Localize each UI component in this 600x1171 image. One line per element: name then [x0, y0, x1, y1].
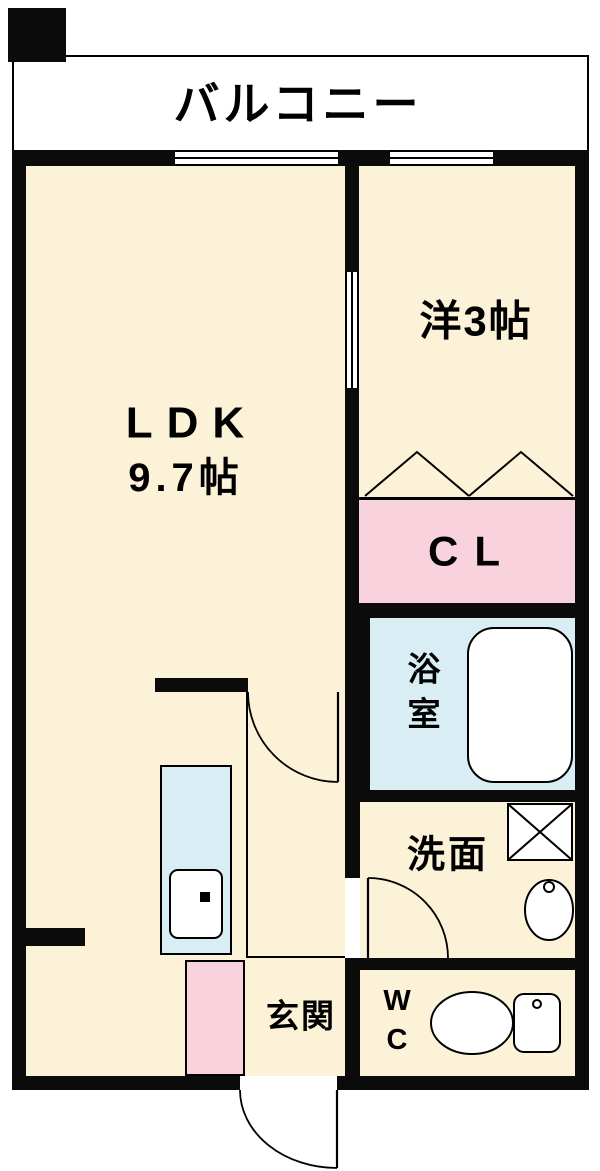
wall-under-washroom: [345, 958, 589, 970]
wall-hall-stub: [155, 678, 248, 692]
kitchen-counter: [160, 765, 232, 955]
balcony-area: [12, 55, 589, 154]
corner-pillar-block: [8, 8, 66, 62]
window-partition: [345, 272, 359, 388]
entrance-door-swing-icon: [239, 1089, 339, 1169]
western-room-floor: [359, 164, 575, 497]
entrance-door-opening: [240, 1076, 337, 1090]
wall-left-bump: [12, 928, 85, 946]
bathroom-floor: [370, 618, 575, 790]
hallway-partition-line: [246, 692, 248, 958]
washroom-floor: [360, 802, 575, 958]
wall-wc-left: [345, 958, 360, 1090]
wall-under-bathroom: [345, 790, 589, 802]
wall-bathroom-left: [345, 618, 370, 790]
closet-floor: [359, 497, 575, 603]
closet-top-line: [359, 497, 575, 500]
wall-right: [575, 150, 589, 1090]
wall-mid-vertical: [345, 164, 359, 618]
wc-floor: [360, 970, 575, 1076]
wall-washroom-left: [345, 790, 360, 878]
window-ldk-top: [175, 150, 338, 166]
window-western-top: [390, 150, 493, 166]
wall-left: [12, 150, 26, 1090]
shoe-cabinet: [185, 960, 245, 1076]
wall-under-closet: [345, 603, 589, 618]
entrance-step-line: [248, 956, 345, 958]
